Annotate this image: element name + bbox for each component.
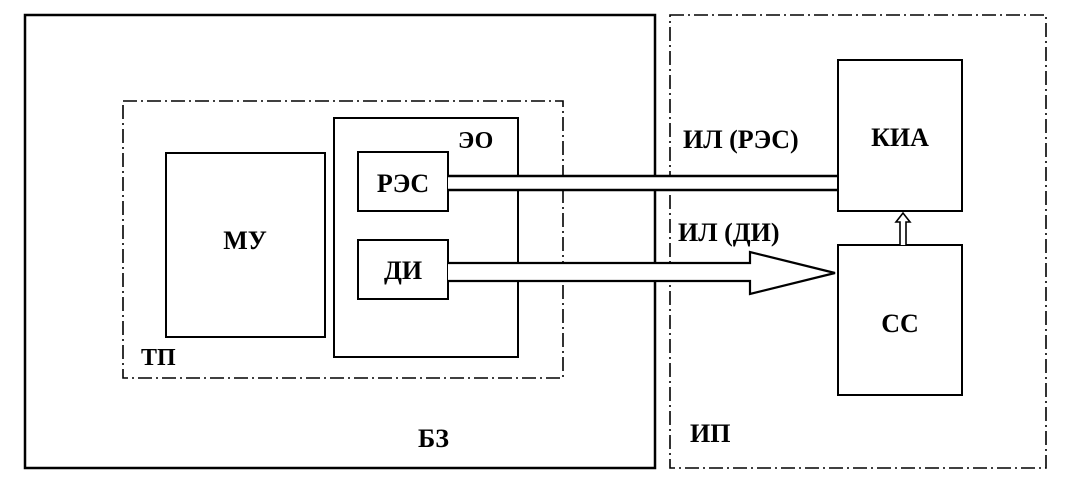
region-tp xyxy=(122,100,564,379)
block-ss-label: СС xyxy=(881,309,919,338)
block-kia-label: КИА xyxy=(871,123,929,152)
block-ss xyxy=(837,244,963,396)
region-tp-label: ТП xyxy=(141,345,176,371)
link-ss-kia-arrow xyxy=(894,211,912,245)
block-mu-label: МУ xyxy=(223,226,267,255)
link-il-di-label: ИЛ (ДИ) xyxy=(678,218,780,247)
region-ip xyxy=(669,14,1047,469)
link-il-res-label: ИЛ (РЭС) xyxy=(683,125,799,154)
region-eo-label: ЭО xyxy=(458,128,493,154)
region-ip-label: ИП xyxy=(690,419,730,448)
block-kia xyxy=(837,59,963,212)
region-bz xyxy=(23,13,657,470)
region-bz-label: БЗ xyxy=(418,424,449,453)
block-res-label: РЭС xyxy=(377,169,429,198)
block-di xyxy=(357,239,449,300)
link-il-res xyxy=(448,174,838,192)
block-res xyxy=(357,151,449,212)
link-il-di-arrow xyxy=(448,250,836,296)
block-mu xyxy=(165,152,326,338)
block-di-label: ДИ xyxy=(384,256,422,285)
